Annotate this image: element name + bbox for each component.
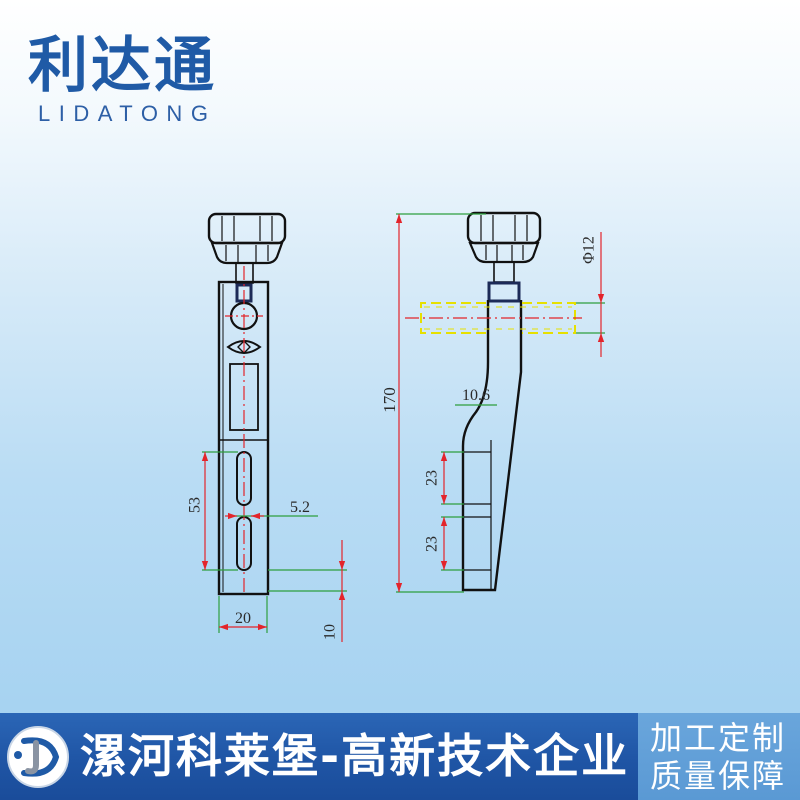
logo-hook [25,740,39,775]
side-view [405,211,582,592]
dim-label-slot-span: 53 [187,497,204,513]
technical-drawing: 53 5.2 20 10 [187,211,605,642]
dim-label-slot-width: 5.2 [290,499,310,516]
banner-headline: 漯河科莱堡-高新技术企业 [80,729,630,783]
banner-tagline-custom: 加工定制 [650,719,787,757]
front-knob-facets [221,216,273,262]
dim-label-body-width: 20 [235,610,251,627]
front-knob [207,212,287,265]
brand-name-chinese: 利达通 [28,31,217,101]
dim-label-slot-pitch-upper: 23 [424,470,441,486]
side-rod-phantom-left [420,302,486,334]
front-view [207,212,287,596]
footer-banner: 漯河科莱堡-高新技术企业 加工定制 质量保障 [0,713,800,800]
side-knob-neck [493,261,515,283]
front-view-dimensions [201,451,347,642]
banner-tagline-quality: 质量保障 [650,757,787,795]
dim-label-offset: 10.6 [462,387,490,404]
front-knob-skirt [210,241,284,265]
front-body [217,280,270,596]
company-logo-icon [7,726,69,788]
side-knob-facets [480,215,528,261]
dim-label-bottom-margin: 10 [322,624,339,640]
side-knob-cap [466,211,542,245]
side-body-profile [461,300,523,592]
side-view-dimensions [395,213,605,593]
front-clamp-eye [226,340,262,354]
logo-dot [14,751,22,759]
banner-side-panel: 加工定制 质量保障 [638,713,800,800]
side-knob-skirt [468,241,540,264]
dim-label-rod-diameter: Φ12 [581,236,598,264]
dim-label-slot-pitch-lower: 23 [424,536,441,552]
side-knob [466,211,542,264]
side-set-screw [487,281,521,303]
brand-name-english: LIDATONG [38,101,217,126]
front-clamp-eye-inner [237,340,251,354]
banner-main-panel: 漯河科莱堡-高新技术企业 [0,713,638,800]
dim-label-overall-height: 170 [380,387,399,413]
front-knob-cap [207,212,287,245]
